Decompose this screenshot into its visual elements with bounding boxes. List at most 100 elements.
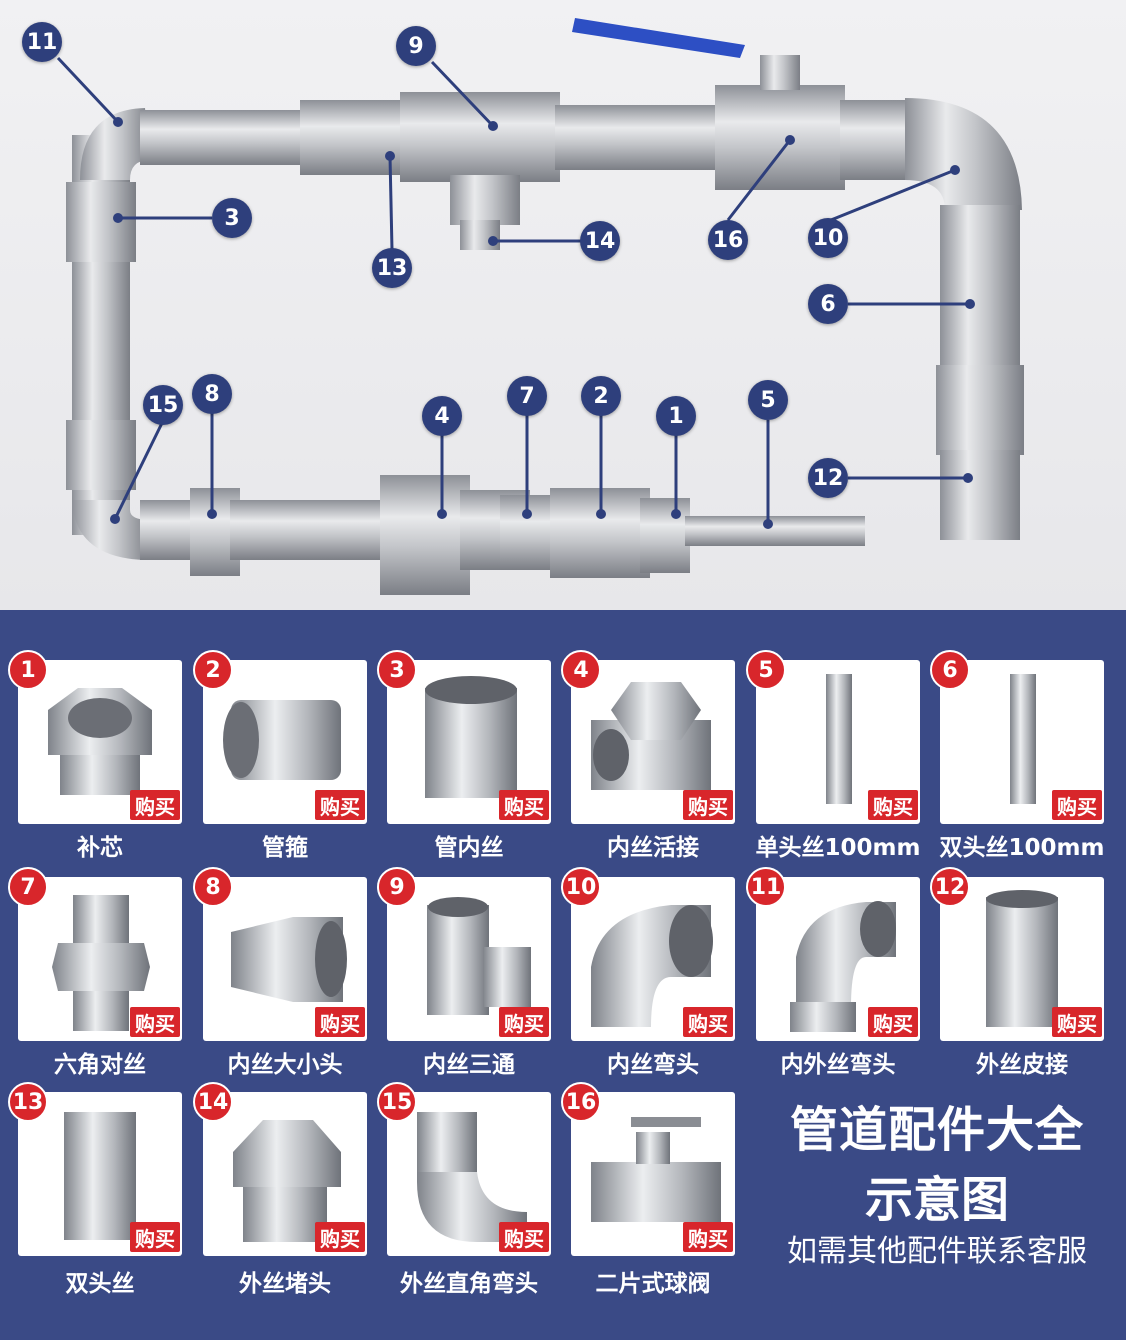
assembly-photo: 11 9 3 13 14 16 10 6 15 8 4 7 2 1 5 12 bbox=[0, 0, 1126, 610]
buy-button[interactable]: 购买 bbox=[315, 1222, 365, 1252]
product-name: 二片式球阀 bbox=[595, 1271, 711, 1297]
callout-16: 16 bbox=[708, 220, 748, 260]
nipple-pipe bbox=[685, 516, 865, 546]
product-name: 管箍 bbox=[262, 835, 308, 861]
double-thread-nipple-icon bbox=[1010, 674, 1036, 804]
buy-button[interactable]: 购买 bbox=[499, 1007, 549, 1037]
product-name: 外丝堵头 bbox=[239, 1271, 331, 1297]
buy-button[interactable]: 购买 bbox=[499, 1222, 549, 1252]
top-right-elbow bbox=[905, 98, 1022, 210]
street-elbow-icon bbox=[790, 901, 896, 1032]
product-name: 内丝大小头 bbox=[227, 1052, 343, 1078]
pipe-assembly-illustration bbox=[56, 18, 1024, 595]
product-card-14[interactable]: 购买 bbox=[203, 1092, 367, 1256]
buy-button[interactable]: 购买 bbox=[130, 1007, 180, 1037]
contact-note: 如需其他配件联系客服 bbox=[787, 1234, 1087, 1269]
ball-valve-body bbox=[715, 85, 845, 190]
buy-button[interactable]: 购买 bbox=[1052, 790, 1102, 820]
tee-body bbox=[400, 92, 560, 182]
product-number-badge: 10 bbox=[561, 867, 601, 907]
product-name: 六角对丝 bbox=[54, 1052, 146, 1078]
product-number-badge: 15 bbox=[377, 1082, 417, 1122]
product-number-badge: 1 bbox=[8, 650, 48, 690]
callout-14: 14 bbox=[580, 221, 620, 261]
callout-7: 7 bbox=[507, 376, 547, 416]
product-number-badge: 5 bbox=[746, 650, 786, 690]
product-card-7[interactable]: 购买 bbox=[18, 877, 182, 1041]
valve-handle bbox=[572, 18, 745, 58]
pipe-coupling-icon bbox=[223, 700, 341, 780]
buy-button[interactable]: 购买 bbox=[1052, 1007, 1102, 1037]
product-number-badge: 9 bbox=[377, 867, 417, 907]
product-card-4[interactable]: 购买 bbox=[571, 660, 735, 824]
product-number-badge: 6 bbox=[930, 650, 970, 690]
buy-button[interactable]: 购买 bbox=[683, 790, 733, 820]
product-number-badge: 12 bbox=[930, 867, 970, 907]
product-number-badge: 16 bbox=[561, 1082, 601, 1122]
union-nut bbox=[380, 475, 470, 595]
product-card-9[interactable]: 购买 bbox=[387, 877, 551, 1041]
buy-button[interactable]: 购买 bbox=[315, 1007, 365, 1037]
buy-button[interactable]: 购买 bbox=[683, 1007, 733, 1037]
hex-bushing-icon bbox=[48, 688, 152, 795]
product-card-10[interactable]: 购买 bbox=[571, 877, 735, 1041]
product-card-3[interactable]: 购买 bbox=[387, 660, 551, 824]
reducing-coupling-icon bbox=[231, 917, 347, 1002]
product-number-badge: 14 bbox=[193, 1082, 233, 1122]
square-plug-icon bbox=[233, 1120, 341, 1242]
product-card-2[interactable]: 购买 bbox=[203, 660, 367, 824]
female-elbow-icon bbox=[591, 905, 713, 1027]
product-card-11[interactable]: 购买 bbox=[756, 877, 920, 1041]
product-card-8[interactable]: 购买 bbox=[203, 877, 367, 1041]
callout-8: 8 bbox=[192, 374, 232, 414]
buy-button[interactable]: 购买 bbox=[130, 790, 180, 820]
product-name: 内丝活接 bbox=[607, 835, 699, 861]
buy-button[interactable]: 购买 bbox=[499, 790, 549, 820]
product-name: 内丝弯头 bbox=[607, 1052, 699, 1078]
callout-6: 6 bbox=[808, 284, 848, 324]
product-name: 补芯 bbox=[77, 835, 123, 861]
product-number-badge: 2 bbox=[193, 650, 233, 690]
product-number-badge: 7 bbox=[8, 867, 48, 907]
buy-button[interactable]: 购买 bbox=[868, 1007, 918, 1037]
buy-button[interactable]: 购买 bbox=[868, 790, 918, 820]
single-thread-nipple-icon bbox=[826, 674, 852, 804]
callout-10: 10 bbox=[808, 218, 848, 258]
product-card-5[interactable]: 购买 bbox=[756, 660, 920, 824]
female-socket-icon bbox=[425, 676, 517, 798]
product-name: 外丝皮接 bbox=[976, 1052, 1068, 1078]
product-name: 双头丝100mm bbox=[939, 835, 1105, 861]
product-card-16[interactable]: 购买 bbox=[571, 1092, 735, 1256]
callout-1: 1 bbox=[656, 396, 696, 436]
callout-15: 15 bbox=[143, 385, 183, 425]
female-tee-icon bbox=[427, 897, 531, 1015]
product-number-badge: 11 bbox=[746, 867, 786, 907]
product-name: 外丝直角弯头 bbox=[400, 1271, 538, 1297]
product-card-6[interactable]: 购买 bbox=[940, 660, 1104, 824]
callout-11: 11 bbox=[22, 22, 62, 62]
product-name: 单头丝100mm bbox=[755, 835, 921, 861]
buy-button[interactable]: 购买 bbox=[683, 1222, 733, 1252]
product-card-1[interactable]: 购买 bbox=[18, 660, 182, 824]
ball-valve-icon bbox=[591, 1117, 721, 1222]
buy-button[interactable]: 购买 bbox=[315, 790, 365, 820]
callout-9: 9 bbox=[396, 26, 436, 66]
callout-5: 5 bbox=[748, 380, 788, 420]
callout-12: 12 bbox=[808, 458, 848, 498]
top-left-elbow bbox=[80, 108, 150, 180]
product-number-badge: 4 bbox=[561, 650, 601, 690]
callout-2: 2 bbox=[581, 376, 621, 416]
catalog-subtitle: 示意图 bbox=[864, 1172, 1009, 1228]
callout-4: 4 bbox=[422, 396, 462, 436]
product-card-15[interactable]: 购买 bbox=[387, 1092, 551, 1256]
product-card-13[interactable]: 购买 bbox=[18, 1092, 182, 1256]
product-number-badge: 13 bbox=[8, 1082, 48, 1122]
product-number-badge: 3 bbox=[377, 650, 417, 690]
buy-button[interactable]: 购买 bbox=[130, 1222, 180, 1252]
product-name: 管内丝 bbox=[434, 835, 504, 861]
product-card-12[interactable]: 购买 bbox=[940, 877, 1104, 1041]
product-name: 内外丝弯头 bbox=[780, 1052, 896, 1078]
hex-nipple-icon bbox=[52, 895, 150, 1031]
callout-13: 13 bbox=[372, 248, 412, 288]
close-nipple-icon bbox=[64, 1112, 136, 1240]
